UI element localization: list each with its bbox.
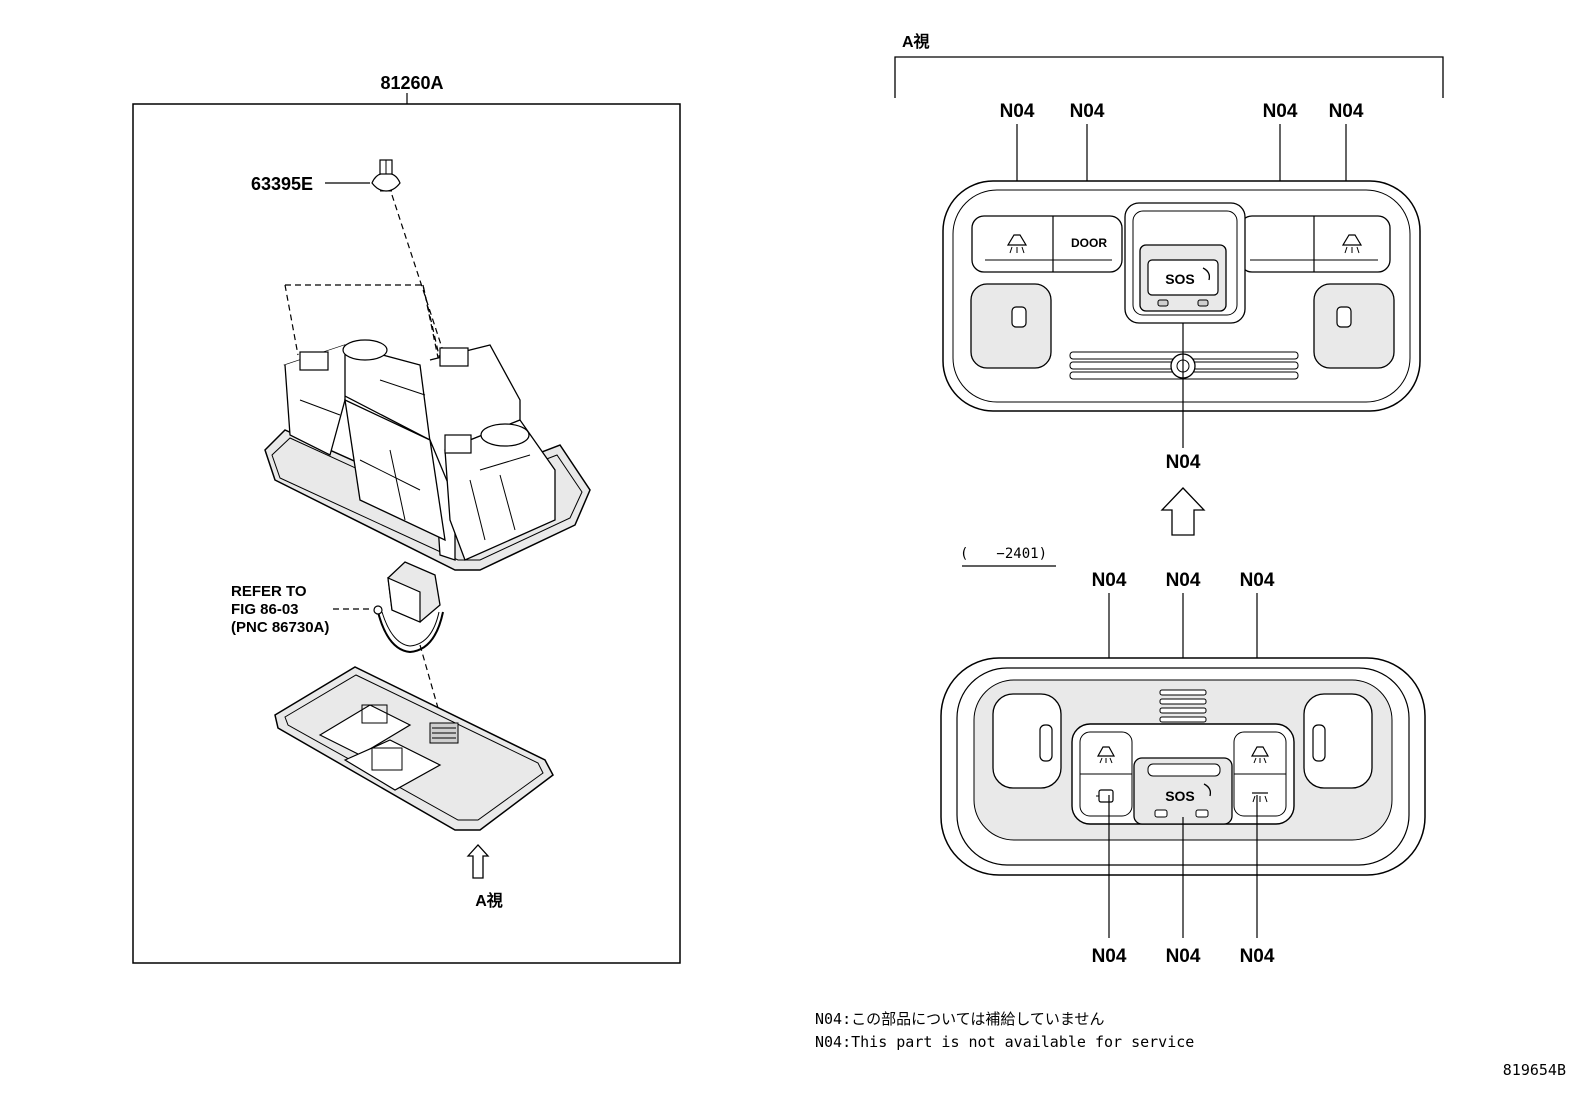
refer-line-3: (PNC 86730A) (231, 619, 329, 636)
figure-number: 819654B (1503, 1061, 1566, 1079)
center-label: N04 (1166, 452, 1201, 473)
main-assembly-panel: 81260A 63395E (132, 73, 681, 964)
clip-fastener (371, 159, 401, 192)
up-arrow-icon (1160, 487, 1206, 536)
dome-lamp-icon (1011, 306, 1027, 328)
vent-grille-icon (1069, 351, 1299, 380)
dome-lamp-icon (1312, 724, 1326, 762)
bottom-label-2: N04 (1166, 946, 1201, 967)
sos-button: SOS (1165, 271, 1195, 287)
clip-part-number: 63395E (251, 174, 313, 194)
bottom-label-3: N04 (1240, 946, 1275, 967)
view-a-marker: A視 (475, 891, 503, 910)
lens-cover (274, 666, 554, 831)
map-lamp-icon (1341, 234, 1363, 254)
upper-label-4: N04 (1329, 101, 1364, 122)
upper-label-3: N04 (1263, 101, 1298, 122)
dome-lamp-icon (1039, 724, 1053, 762)
view-a-panel: A視 N04 N04 N04 N04 DOOR (894, 32, 1444, 536)
map-lamp-icon (1250, 746, 1270, 764)
door-label: DOOR (1071, 236, 1107, 250)
top-label-2: N04 (1166, 570, 1201, 591)
view-a-arrow (466, 844, 490, 879)
map-lamp-icon (1006, 234, 1028, 254)
variant-panel: ( −2401) N04 N04 N04 (940, 546, 1426, 967)
refer-line-1: REFER TO (231, 583, 307, 600)
lamp-housing (264, 339, 591, 571)
bottom-label-1: N04 (1092, 946, 1127, 967)
sos-phone-icon (1203, 783, 1212, 797)
upper-label-1: N04 (1000, 101, 1035, 122)
note-english: N04:This part is not available for servi… (815, 1033, 1194, 1051)
top-label-1: N04 (1092, 570, 1127, 591)
note-japanese: N04:この部品については補給していません (815, 1010, 1104, 1028)
dome-lamp-icon (1336, 306, 1352, 328)
vent-grille-icon (1159, 689, 1207, 723)
dome-lamp-icon (1252, 792, 1268, 803)
upper-label-2: N04 (1070, 101, 1105, 122)
refer-line-2: FIG 86-03 (231, 601, 299, 618)
range-label: ( −2401) (960, 546, 1047, 562)
sos-phone-icon (1202, 267, 1211, 281)
view-a-title: A視 (902, 32, 930, 51)
assembly-part-number: 81260A (380, 73, 443, 93)
variant-sos-button: SOS (1165, 788, 1195, 804)
top-label-3: N04 (1240, 570, 1275, 591)
lamp-unit (373, 561, 444, 654)
map-lamp-icon (1096, 746, 1116, 764)
door-lamp-icon (1096, 789, 1114, 803)
